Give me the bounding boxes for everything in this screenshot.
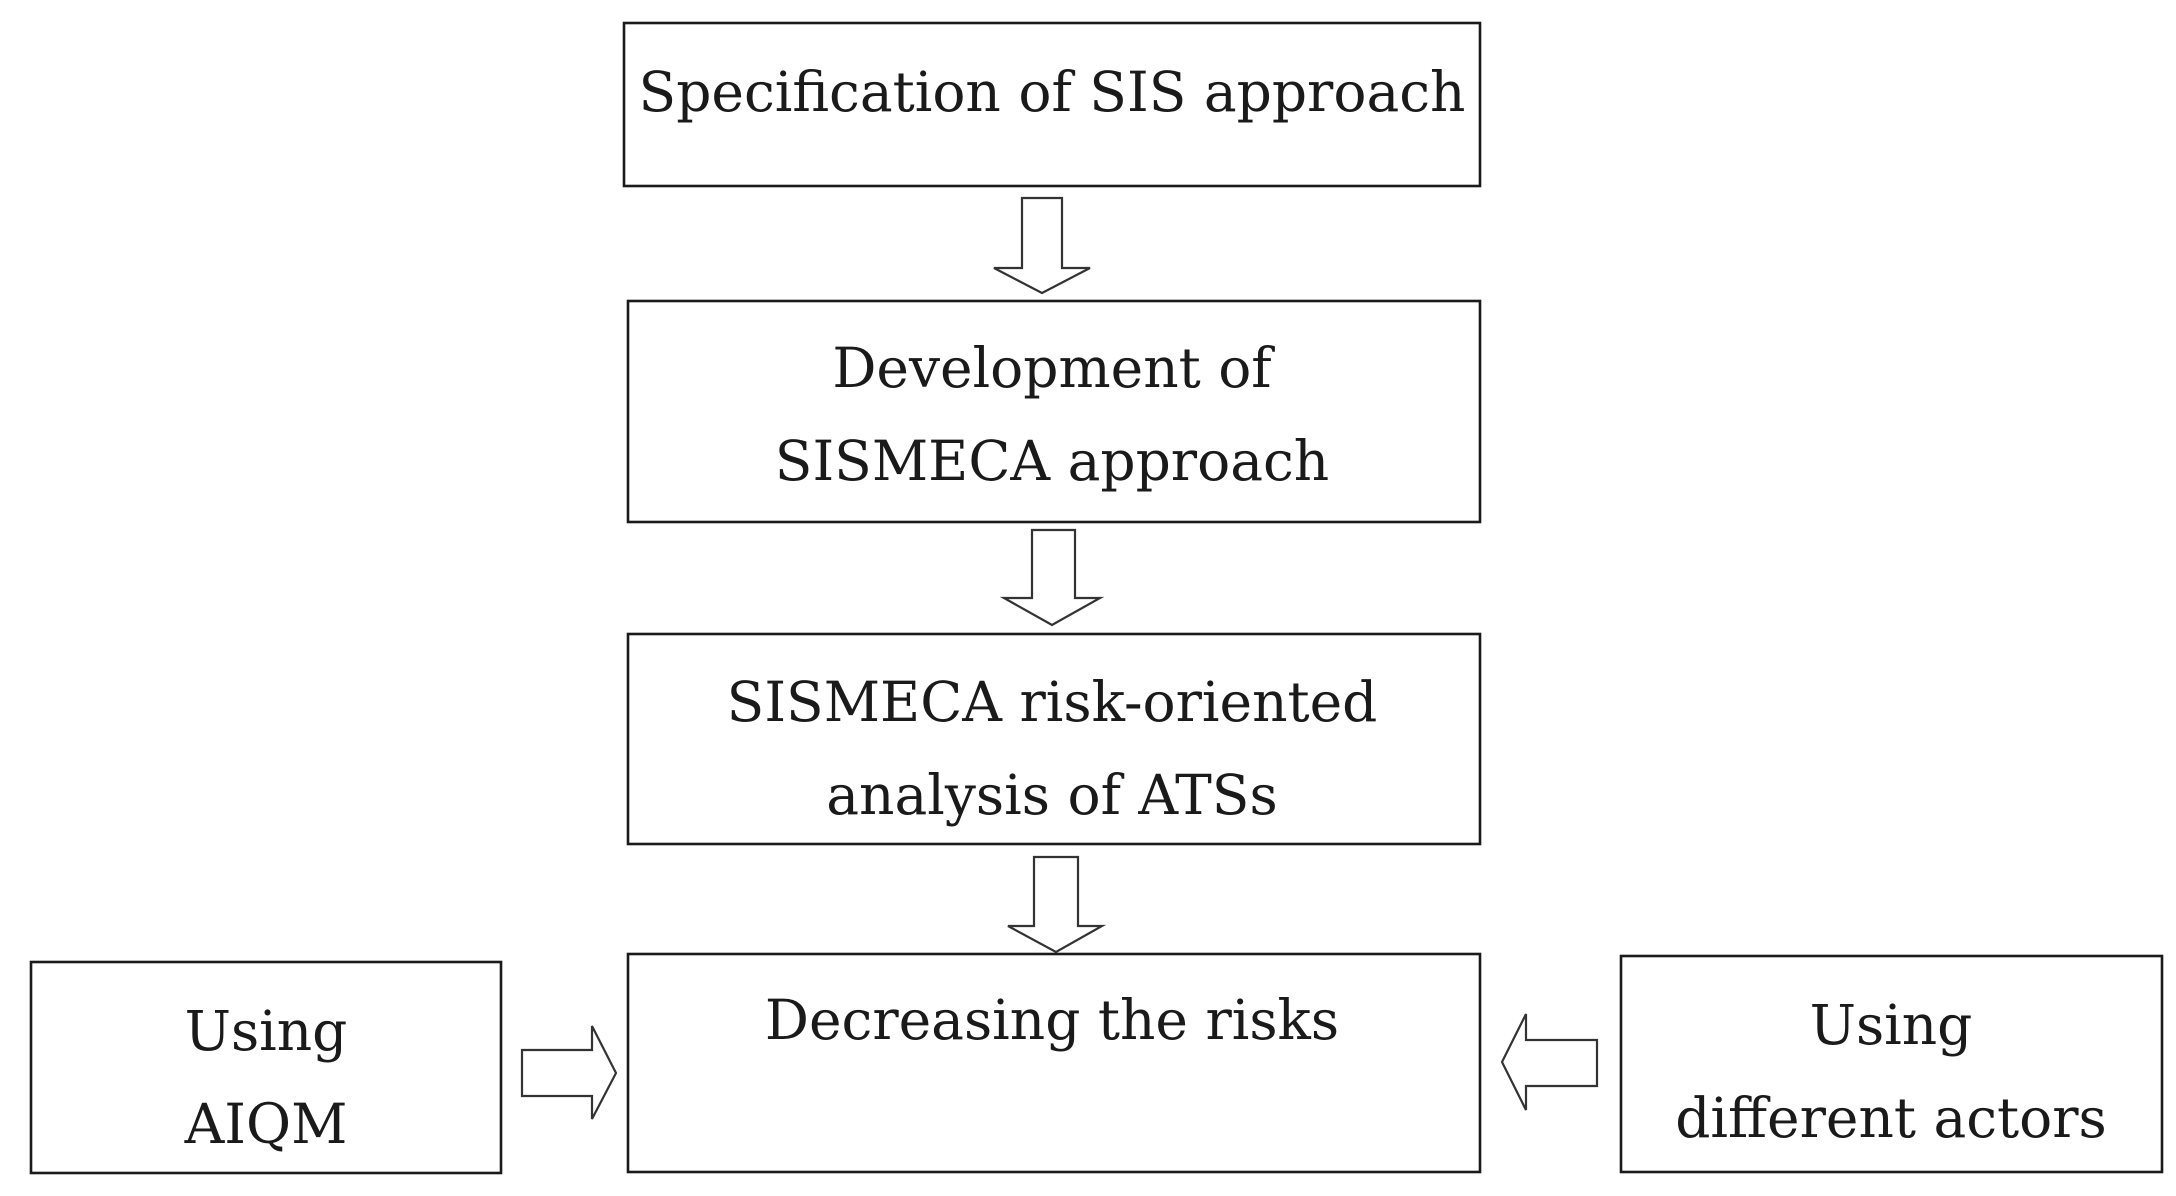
aiqm-label-line-2: AIQM — [184, 1092, 348, 1156]
specification-box: Specification of SIS approach — [622, 21, 1482, 188]
development-label-line-1: Development of — [832, 336, 1275, 400]
analysis-label-line-1: SISMECA risk-oriented — [727, 670, 1378, 734]
down-arrow-3 — [1007, 855, 1107, 954]
down-arrow-2 — [999, 528, 1105, 627]
actors-box: Using different actors — [1619, 954, 2164, 1174]
left-arrow — [1500, 1013, 1599, 1111]
decreasing-risks-label: Decreasing the risks — [765, 988, 1339, 1052]
development-box: Development of SISMECA approach — [626, 299, 1482, 524]
specification-label: Specification of SIS approach — [639, 60, 1466, 124]
analysis-box: SISMECA risk-oriented analysis of ATSs — [626, 632, 1482, 846]
aiqm-box: Using AIQM — [29, 960, 503, 1175]
decreasing-risks-box: Decreasing the risks — [626, 952, 1482, 1174]
actors-label-line-1: Using — [1810, 993, 1973, 1057]
aiqm-label-line-1: Using — [185, 999, 348, 1063]
right-arrow — [520, 1025, 618, 1120]
analysis-label-line-2: analysis of ATSs — [826, 763, 1277, 827]
actors-label-line-2: different actors — [1675, 1086, 2107, 1150]
development-label-line-2: SISMECA approach — [775, 429, 1329, 493]
down-arrow-1 — [993, 196, 1091, 295]
